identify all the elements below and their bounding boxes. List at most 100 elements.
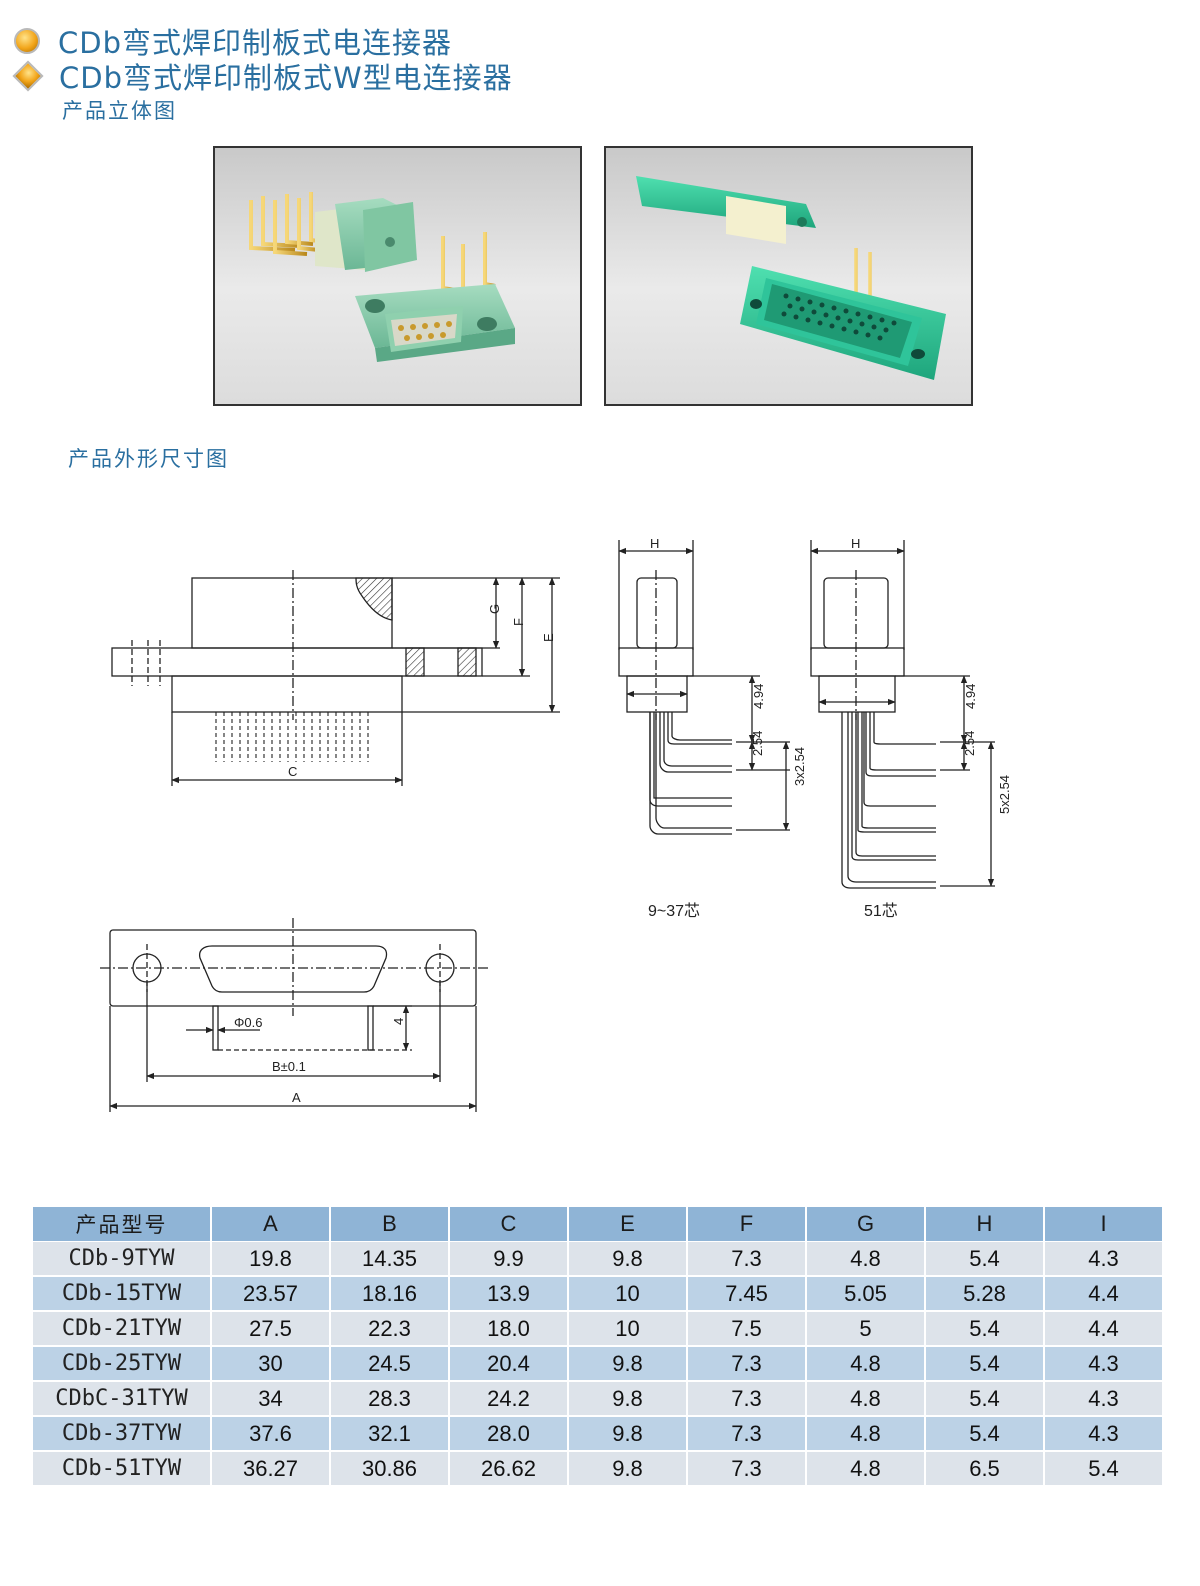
cell-c: 20.4: [450, 1347, 567, 1382]
cell-e: 9.8: [569, 1347, 686, 1382]
cell-h: 6.5: [926, 1452, 1043, 1487]
cell-f: 7.45: [688, 1277, 805, 1312]
title-line-1: CDb弯式焊印制板式电连接器: [14, 20, 452, 62]
connector-51pin-render: [626, 176, 962, 380]
product-photo-51pin: [604, 146, 973, 406]
dim-label-phi: Φ0.6: [234, 1015, 262, 1030]
header-model: 产品型号: [33, 1207, 210, 1242]
cell-e: 9.8: [569, 1452, 686, 1487]
dim-label-254-937: 2.54: [750, 731, 765, 756]
cell-a: 36.27: [212, 1452, 329, 1487]
header-c: C: [450, 1207, 567, 1242]
cell-g: 4.8: [807, 1347, 924, 1382]
header-b: B: [331, 1207, 448, 1242]
table-row: CDb-15TYW 23.57 18.16 13.9 10 7.45 5.05 …: [33, 1277, 1162, 1312]
cell-h: 5.4: [926, 1242, 1043, 1277]
table-row: CDb-9TYW 19.8 14.35 9.9 9.8 7.3 4.8 5.4 …: [33, 1242, 1162, 1277]
cell-c: 24.2: [450, 1382, 567, 1417]
cell-h: 5.4: [926, 1312, 1043, 1347]
connector-9pin-render: [249, 192, 515, 362]
table-row: CDb-25TYW 30 24.5 20.4 9.8 7.3 4.8 5.4 4…: [33, 1347, 1162, 1382]
cell-e: 9.8: [569, 1382, 686, 1417]
end-view-9-37: [618, 540, 790, 835]
dim-label-c: C: [288, 764, 297, 779]
dim-label-h-937: H: [650, 536, 659, 551]
cell-a: 30: [212, 1347, 329, 1382]
title-text-1: CDb弯式焊印制板式电连接器: [58, 26, 452, 60]
cell-a: 34: [212, 1382, 329, 1417]
dim-label-494-51: 4.94: [963, 684, 978, 709]
dim-label-h-51: H: [851, 536, 860, 551]
cell-c: 13.9: [450, 1277, 567, 1312]
table-header-row: 产品型号 A B C E F G H I: [33, 1207, 1162, 1242]
dimension-drawing: G F E C H H 4.94 2.54 3x2.54 4.94 2.54 5…: [100, 536, 1012, 1112]
cell-g: 4.8: [807, 1242, 924, 1277]
cell-g: 4.8: [807, 1417, 924, 1452]
cell-i: 4.4: [1045, 1312, 1162, 1347]
dim-label-3x254: 3x2.54: [792, 747, 807, 786]
cell-i: 4.4: [1045, 1277, 1162, 1312]
section-dimensions-heading: 产品外形尺寸图: [68, 447, 229, 471]
cell-f: 7.3: [688, 1452, 805, 1487]
cell-e: 9.8: [569, 1242, 686, 1277]
caption-9-37: 9~37芯: [648, 902, 700, 920]
caption-51: 51芯: [864, 902, 898, 920]
cell-a: 37.6: [212, 1417, 329, 1452]
cell-model: CDb-37TYW: [33, 1417, 210, 1452]
dim-label-254-51: 2.54: [962, 731, 977, 756]
cell-a: 23.57: [212, 1277, 329, 1312]
cell-c: 28.0: [450, 1417, 567, 1452]
cell-model: CDb-51TYW: [33, 1452, 210, 1487]
cell-h: 5.4: [926, 1417, 1043, 1452]
cell-g: 5: [807, 1312, 924, 1347]
orange-circle-bullet-icon: [14, 28, 40, 54]
cell-b: 18.16: [331, 1277, 448, 1312]
cell-c: 26.62: [450, 1452, 567, 1487]
cell-f: 7.3: [688, 1347, 805, 1382]
cell-b: 28.3: [331, 1382, 448, 1417]
cell-c: 9.9: [450, 1242, 567, 1277]
dim-label-b: B±0.1: [272, 1059, 306, 1074]
cell-a: 19.8: [212, 1242, 329, 1277]
header-i: I: [1045, 1207, 1162, 1242]
cell-f: 7.3: [688, 1242, 805, 1277]
header-e: E: [569, 1207, 686, 1242]
table-row: CDb-51TYW 36.27 30.86 26.62 9.8 7.3 4.8 …: [33, 1452, 1162, 1487]
dim-label-5x254: 5x2.54: [997, 775, 1012, 814]
cell-i: 4.3: [1045, 1417, 1162, 1452]
cell-a: 27.5: [212, 1312, 329, 1347]
front-view: [100, 918, 488, 1112]
cell-model: CDb-15TYW: [33, 1277, 210, 1312]
cell-b: 24.5: [331, 1347, 448, 1382]
cell-b: 32.1: [331, 1417, 448, 1452]
cell-g: 5.05: [807, 1277, 924, 1312]
title-line-2: CDb弯式焊印制板式W型电连接器: [12, 55, 513, 97]
dim-label-g: G: [487, 604, 502, 614]
spec-table: 产品型号 A B C E F G H I CDb-9TYW 19.8 14.35…: [31, 1207, 1164, 1487]
header-h: H: [926, 1207, 1043, 1242]
table-row: CDbC-31TYW 34 28.3 24.2 9.8 7.3 4.8 5.4 …: [33, 1382, 1162, 1417]
dim-label-a: A: [292, 1090, 301, 1105]
cell-h: 5.4: [926, 1382, 1043, 1417]
product-photo-9pin: [213, 146, 582, 406]
cell-f: 7.3: [688, 1417, 805, 1452]
cell-g: 4.8: [807, 1452, 924, 1487]
cell-g: 4.8: [807, 1382, 924, 1417]
cell-f: 7.5: [688, 1312, 805, 1347]
header-a: A: [212, 1207, 329, 1242]
dim-label-e: E: [541, 633, 556, 642]
cell-model: CDbC-31TYW: [33, 1382, 210, 1417]
dim-label-f: F: [511, 618, 526, 626]
cell-e: 10: [569, 1277, 686, 1312]
cell-h: 5.4: [926, 1347, 1043, 1382]
cell-h: 5.28: [926, 1277, 1043, 1312]
cell-c: 18.0: [450, 1312, 567, 1347]
cell-b: 22.3: [331, 1312, 448, 1347]
cell-e: 10: [569, 1312, 686, 1347]
cell-i: 5.4: [1045, 1452, 1162, 1487]
dim-label-494-937: 4.94: [751, 684, 766, 709]
cell-i: 4.3: [1045, 1347, 1162, 1382]
cell-model: CDb-9TYW: [33, 1242, 210, 1277]
cell-model: CDb-25TYW: [33, 1347, 210, 1382]
table-row: CDb-37TYW 37.6 32.1 28.0 9.8 7.3 4.8 5.4…: [33, 1417, 1162, 1452]
